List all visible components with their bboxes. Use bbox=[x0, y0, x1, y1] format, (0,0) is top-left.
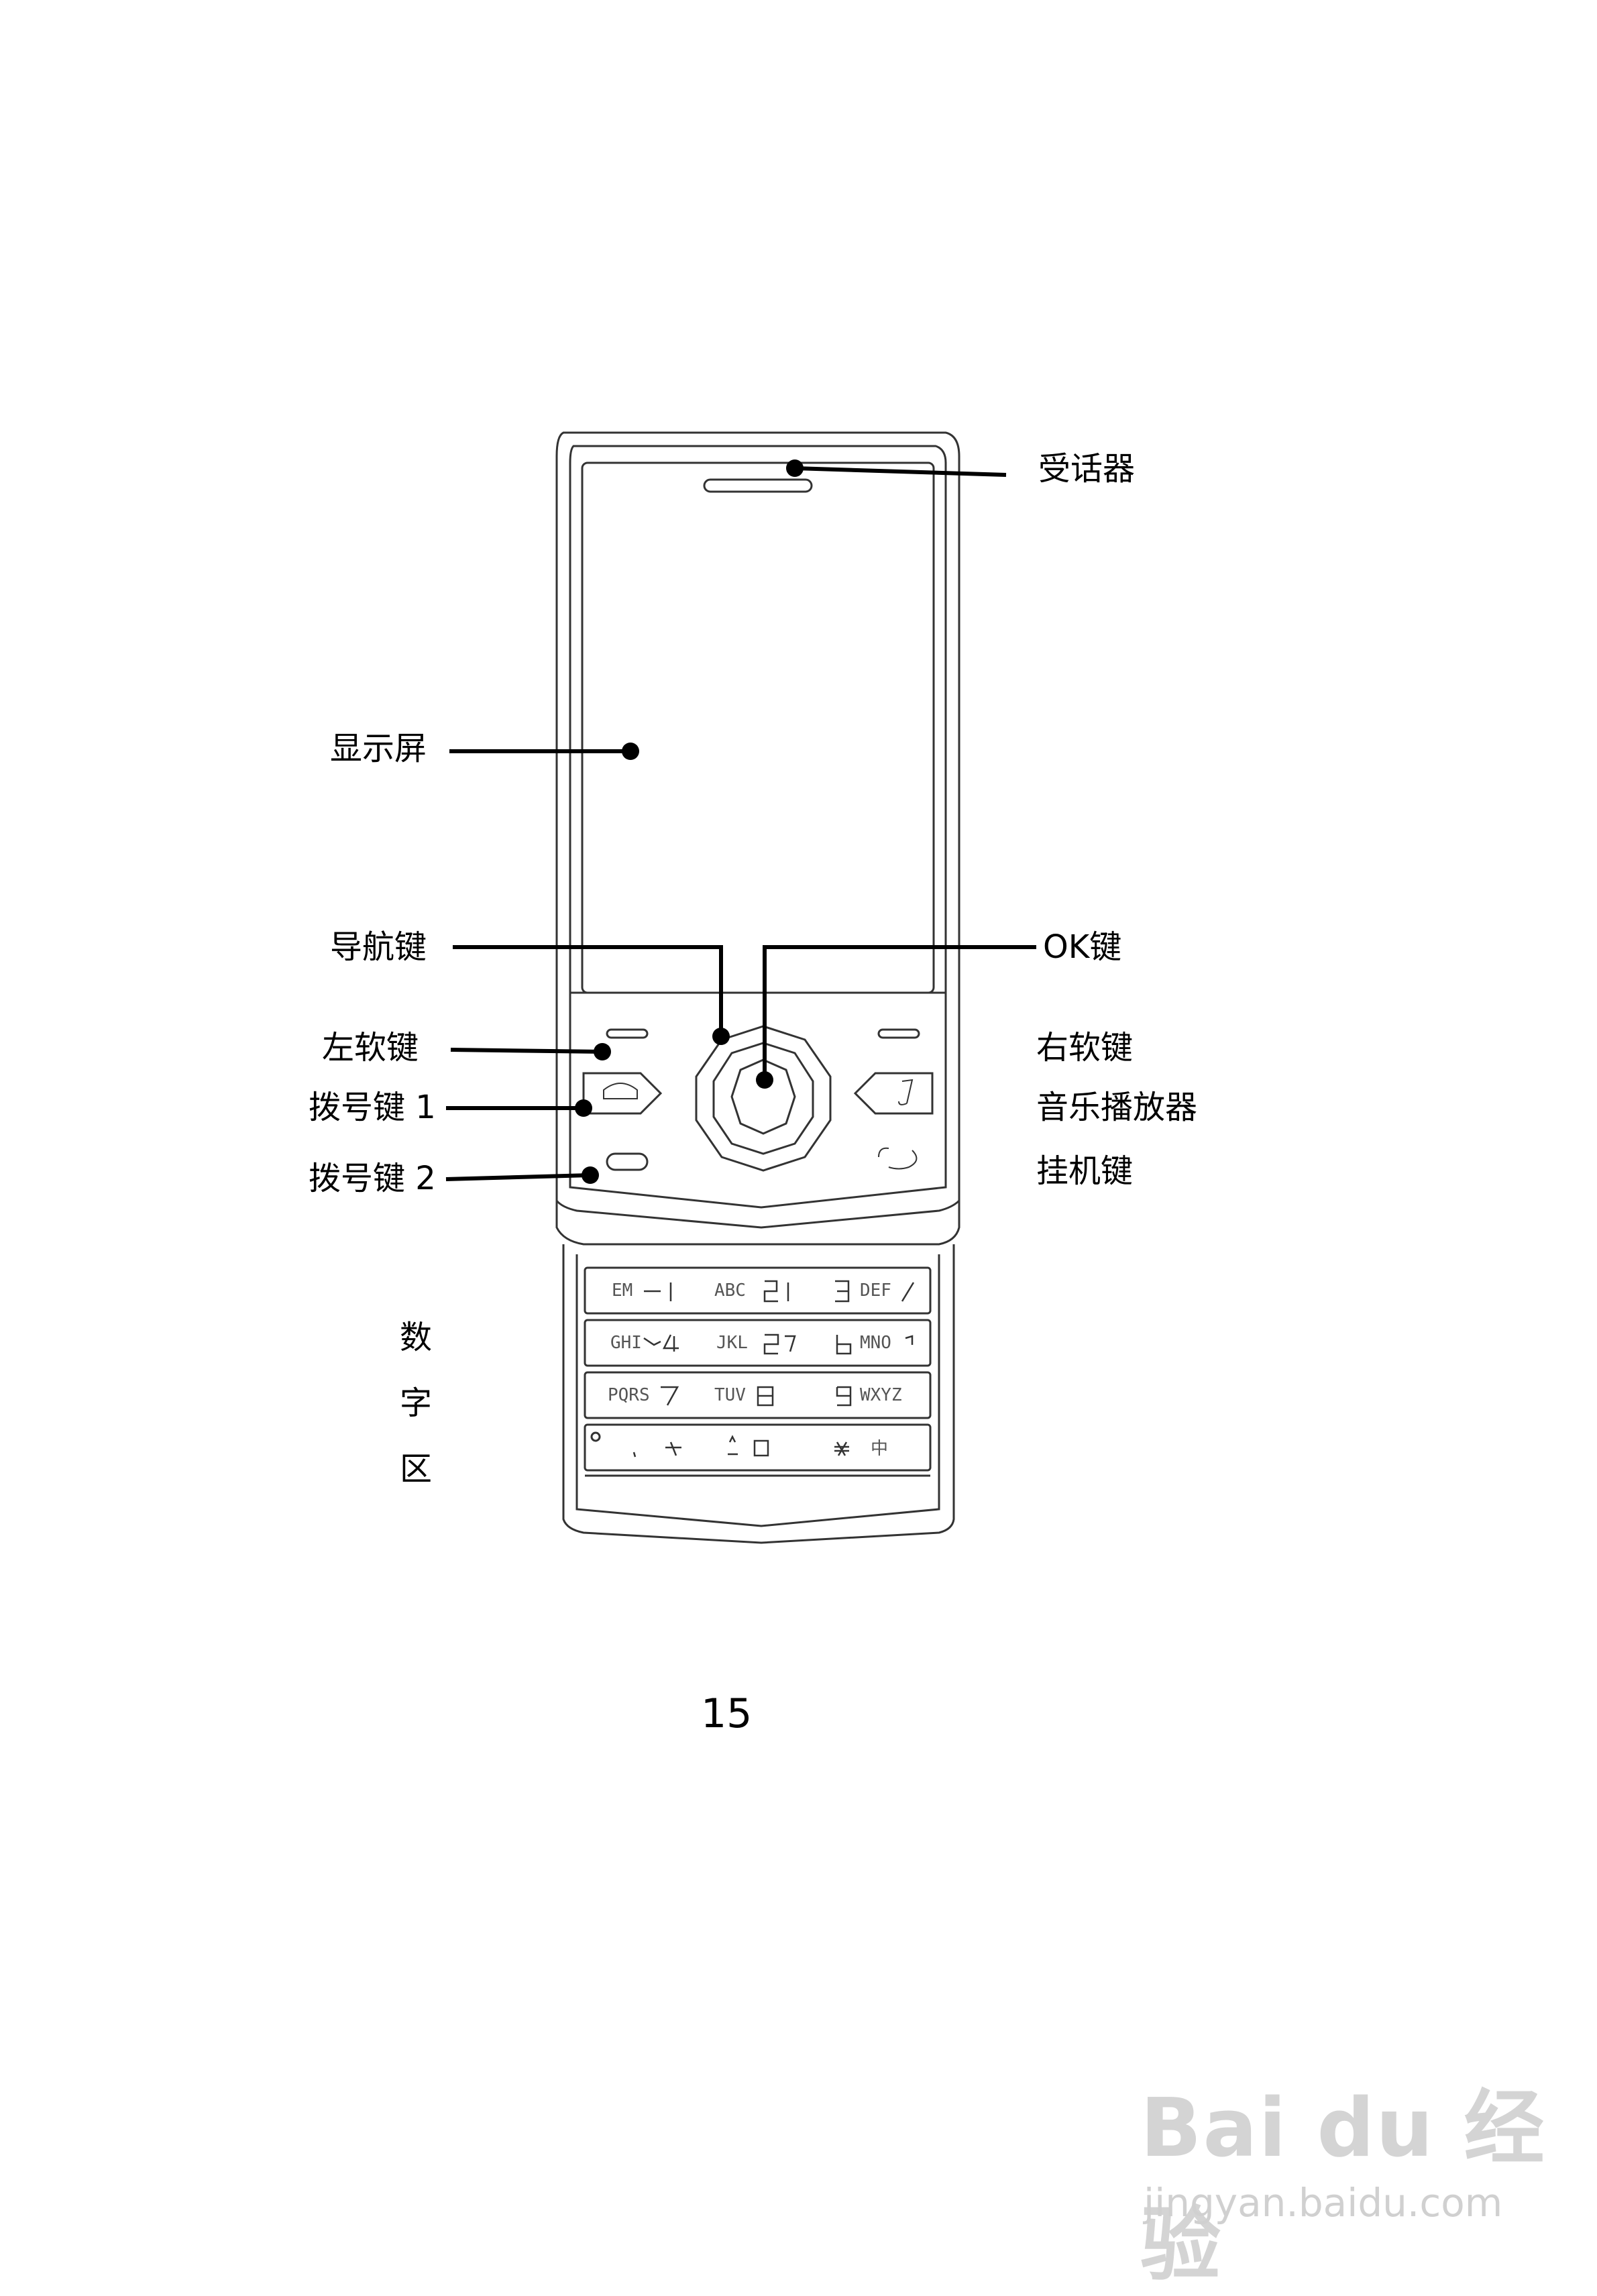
keypad-letters: EM ABC DEF GHI JKL MNO PQRS TUV WXYZ 中 bbox=[608, 1280, 902, 1459]
label-receiver: 受话器 bbox=[1038, 450, 1136, 488]
label-numeric-area-3: 区 bbox=[399, 1450, 432, 1488]
key-hash-letters: 中 bbox=[871, 1439, 888, 1459]
screen-outline bbox=[581, 461, 935, 994]
label-ok-key: OK键 bbox=[1043, 928, 1122, 966]
label-music-player: 音乐播放器 bbox=[1036, 1089, 1198, 1126]
label-end-key: 挂机键 bbox=[1036, 1152, 1134, 1190]
key-7-letters: PQRS bbox=[608, 1385, 650, 1405]
label-display: 显示屏 bbox=[330, 730, 427, 767]
watermark-logo: Bai du 经验 bbox=[1140, 2082, 1546, 2292]
key-5-letters: JKL bbox=[716, 1333, 748, 1353]
key-9-letters: WXYZ bbox=[860, 1385, 902, 1405]
ok-key bbox=[730, 1058, 796, 1135]
key-2-letters: ABC bbox=[714, 1280, 746, 1301]
key-1-letters: EM bbox=[612, 1280, 632, 1301]
label-nav-key: 导航键 bbox=[330, 928, 427, 966]
key-4-letters: GHI bbox=[610, 1333, 642, 1353]
pointer-ok bbox=[763, 945, 1036, 1073]
pointer-dial2 bbox=[445, 1173, 591, 1181]
end-key bbox=[878, 1147, 918, 1170]
dial-key-2 bbox=[606, 1152, 649, 1171]
label-dial-key-2: 拨号键 2 bbox=[309, 1160, 436, 1197]
pointer-nav bbox=[453, 945, 723, 1036]
label-numeric-area-2: 字 bbox=[399, 1384, 432, 1422]
earpiece bbox=[703, 478, 813, 493]
page-number: 15 bbox=[701, 1690, 753, 1737]
label-numeric-area: 数 字 区 bbox=[396, 1321, 436, 1519]
left-soft-key bbox=[606, 1028, 649, 1039]
label-dial-key-1: 拨号键 1 bbox=[309, 1089, 436, 1126]
phone-lower-body bbox=[562, 1244, 955, 1544]
music-key bbox=[853, 1072, 934, 1115]
watermark-url: jingyan.baidu.com bbox=[1144, 2180, 1503, 2226]
label-numeric-area-1: 数 bbox=[399, 1319, 432, 1356]
dial-key-1 bbox=[582, 1072, 663, 1115]
key-8-letters: TUV bbox=[714, 1385, 746, 1405]
key-6-letters: MNO bbox=[860, 1333, 891, 1353]
pointer-receiver bbox=[794, 466, 1007, 477]
label-left-soft-key: 左软键 bbox=[322, 1029, 419, 1067]
right-soft-key bbox=[877, 1028, 920, 1039]
key-3-letters: DEF bbox=[860, 1280, 891, 1301]
navigation-key bbox=[695, 1025, 832, 1172]
phone-upper-body bbox=[555, 431, 960, 1229]
label-right-soft-key: 右软键 bbox=[1036, 1029, 1134, 1067]
pointer-left-soft bbox=[450, 1048, 603, 1054]
